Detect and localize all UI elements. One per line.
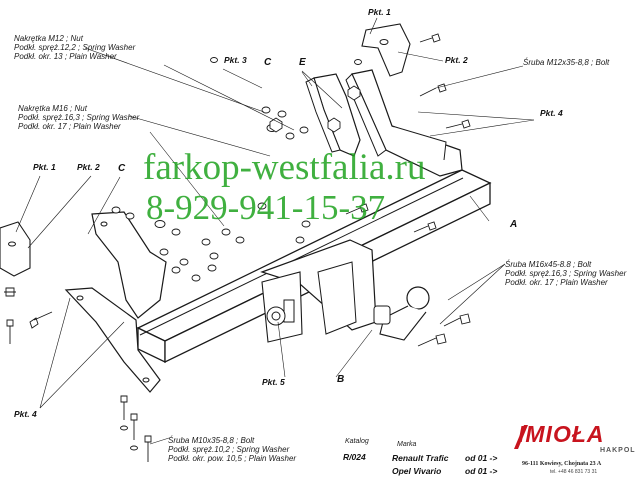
brand-logo-icon <box>514 425 528 449</box>
watermark-phone: 8-929-941-15-37 <box>146 188 386 227</box>
letter-b: B <box>337 374 345 385</box>
pkt4-left-label: Pkt. 4 <box>14 409 37 419</box>
nut-m16-line1: Nakrętka M16 ; Nut <box>18 104 87 113</box>
pkt1-left-plate <box>0 221 31 277</box>
pkt5-label: Pkt. 5 <box>262 377 285 387</box>
model-2-from: od 01 -> <box>465 466 498 476</box>
model-1-name: Renault Trafic <box>392 453 449 463</box>
katalog-label: Katalog <box>345 438 369 445</box>
model-1-from: od 01 -> <box>465 453 498 463</box>
watermark-site: farkop-westfalia.ru <box>143 147 426 188</box>
brand-name: IMIOŁA <box>518 421 605 447</box>
brand-address: 96-111 Kowiesy, Chojnata 23 A <box>522 461 602 467</box>
bolt-m10-line3: Podkł. okr. pow. 10,5 ; Plain Washer <box>168 454 297 463</box>
nut-m12-line1: Nakrętka M12 ; Nut <box>14 34 83 43</box>
nut-m12-line2: Podkł. spręż.12,2 ; Spring Washer <box>14 43 136 52</box>
marka-label: Marka <box>397 441 417 448</box>
pkt4-right-label: Pkt. 4 <box>540 108 563 118</box>
pkt3-label: Pkt. 3 <box>224 55 247 65</box>
bolt-m10-line2: Podkł. spręż.10,2 ; Spring Washer <box>168 445 290 454</box>
bolt-m10-label: Śruba M10x35-8,8 ; Bolt Podkł. spręż.10,… <box>168 436 296 463</box>
tow-ball <box>373 286 430 341</box>
pkt1-top-plate <box>361 23 411 77</box>
bolt-m12-label: Śruba M12x35-8,8 ; Bolt <box>523 58 610 67</box>
nut-m16-line2: Podkł. spręż.16,3 ; Spring Washer <box>18 113 140 122</box>
nut-m16-label: Nakrętka M16 ; Nut Podkł. spręż.16,3 ; S… <box>18 104 139 131</box>
hardware-fasteners <box>4 33 471 462</box>
letter-a: A <box>510 219 518 230</box>
left-side-plate <box>64 211 167 393</box>
bolt-m10-line1: Śruba M10x35-8,8 ; Bolt <box>168 436 255 445</box>
pkt2-top-label: Pkt. 2 <box>445 55 468 65</box>
model-2-name: Opel Vivario <box>392 466 442 476</box>
nut-m12-label: Nakrętka M12 ; Nut Podkł. spręż.12,2 ; S… <box>14 34 135 61</box>
bolt-m16-label: Śruba M16x45-8.8 ; Bolt Podkł. spręż.16,… <box>505 260 626 287</box>
bolt-m16-line2: Podkł. spręż.16,3 ; Spring Washer <box>505 269 627 278</box>
pkt1-left-label: Pkt. 1 <box>33 162 56 172</box>
brand-phone: tel. +48 46 831 73 31 <box>550 469 598 475</box>
bracket-middle <box>305 73 361 157</box>
letter-e-top: E <box>299 57 306 68</box>
bolt-m16-line1: Śruba M16x45-8.8 ; Bolt <box>505 260 592 269</box>
nut-m12-line3: Podkł. okr. 13 ; Plain Washer <box>14 52 117 61</box>
brand-sub: HAKPOL <box>600 447 636 454</box>
letter-c-left: C <box>118 163 126 174</box>
letter-c-top: C <box>264 57 272 68</box>
pkt1-top-label: Pkt. 1 <box>368 7 391 17</box>
pkt2-left-label: Pkt. 2 <box>77 162 100 172</box>
katalog-value: R/024 <box>343 452 366 462</box>
nut-m16-line3: Podkł. okr. 17 ; Plain Washer <box>18 122 121 131</box>
bolt-m16-line3: Podkł. okr. 17 ; Plain Washer <box>505 278 608 287</box>
leader-lines <box>15 17 535 445</box>
center-tow-bracket <box>260 239 377 343</box>
